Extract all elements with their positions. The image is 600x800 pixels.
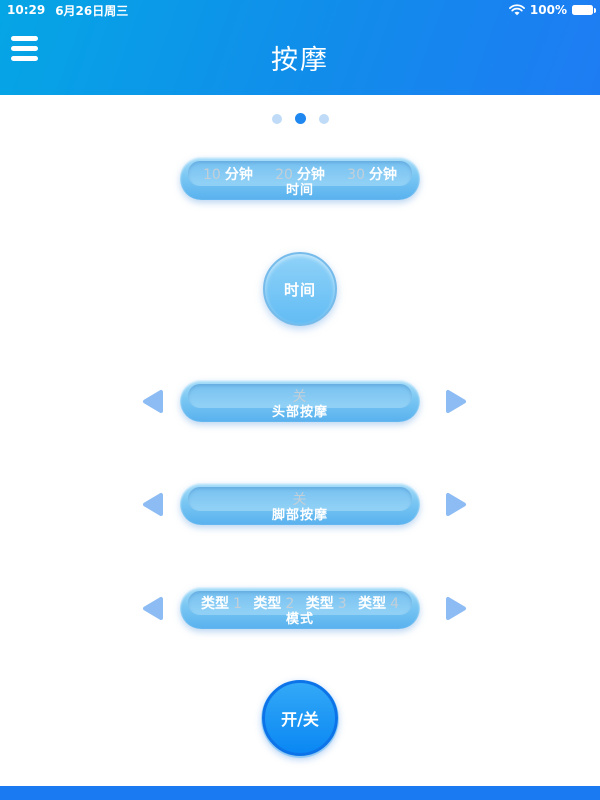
status-bar: 10:29 6月26日周三 100% <box>0 0 600 20</box>
page-dot-2-active[interactable] <box>294 113 306 124</box>
foot-massage-pill[interactable]: 关 脚部按摩 <box>180 483 420 525</box>
page-title: 按摩 <box>271 45 329 76</box>
bottom-bar <box>0 786 600 800</box>
head-massage-value: 关 <box>292 389 308 405</box>
page-dot-1[interactable] <box>271 113 282 124</box>
status-right: 100% <box>508 3 596 17</box>
foot-massage-next-arrow[interactable] <box>445 491 468 518</box>
foot-massage-value: 关 <box>292 492 308 508</box>
wifi-icon <box>508 4 525 16</box>
foot-massage-label: 脚部按摩 <box>271 508 328 523</box>
status-left: 10:29 6月26日周三 <box>7 2 128 19</box>
foot-massage-prev-arrow[interactable] <box>141 491 164 518</box>
power-button[interactable]: 开/关 <box>262 680 338 756</box>
mode-prev-arrow[interactable] <box>141 595 164 622</box>
foot-massage-state: 关 <box>188 487 412 511</box>
time-button[interactable]: 时间 <box>263 252 337 326</box>
status-time: 10:29 <box>7 3 46 17</box>
mode-next-arrow[interactable] <box>445 595 468 622</box>
head-massage-label: 头部按摩 <box>271 405 328 420</box>
battery-tip <box>594 7 596 13</box>
page-indicator <box>0 113 600 124</box>
battery-percent: 100% <box>529 3 567 17</box>
head-massage-pill[interactable]: 关 头部按摩 <box>180 380 420 422</box>
status-date: 6月26日周三 <box>55 3 129 18</box>
battery-full-icon <box>572 5 596 15</box>
head-massage-prev-arrow[interactable] <box>141 388 164 415</box>
time-button-label: 时间 <box>283 280 316 299</box>
nav-bar: 按摩 <box>0 20 600 95</box>
page-dot-3[interactable] <box>318 113 329 124</box>
power-button-label: 开/关 <box>281 710 319 729</box>
head-massage-next-arrow[interactable] <box>445 388 468 415</box>
header: 10:29 6月26日周三 100% 按摩 <box>0 0 600 95</box>
hamburger-menu-icon[interactable] <box>11 36 38 66</box>
head-massage-state: 关 <box>188 384 412 408</box>
time-selector-label: 时间 <box>285 183 314 198</box>
mode-selector-label: 模式 <box>285 612 314 627</box>
